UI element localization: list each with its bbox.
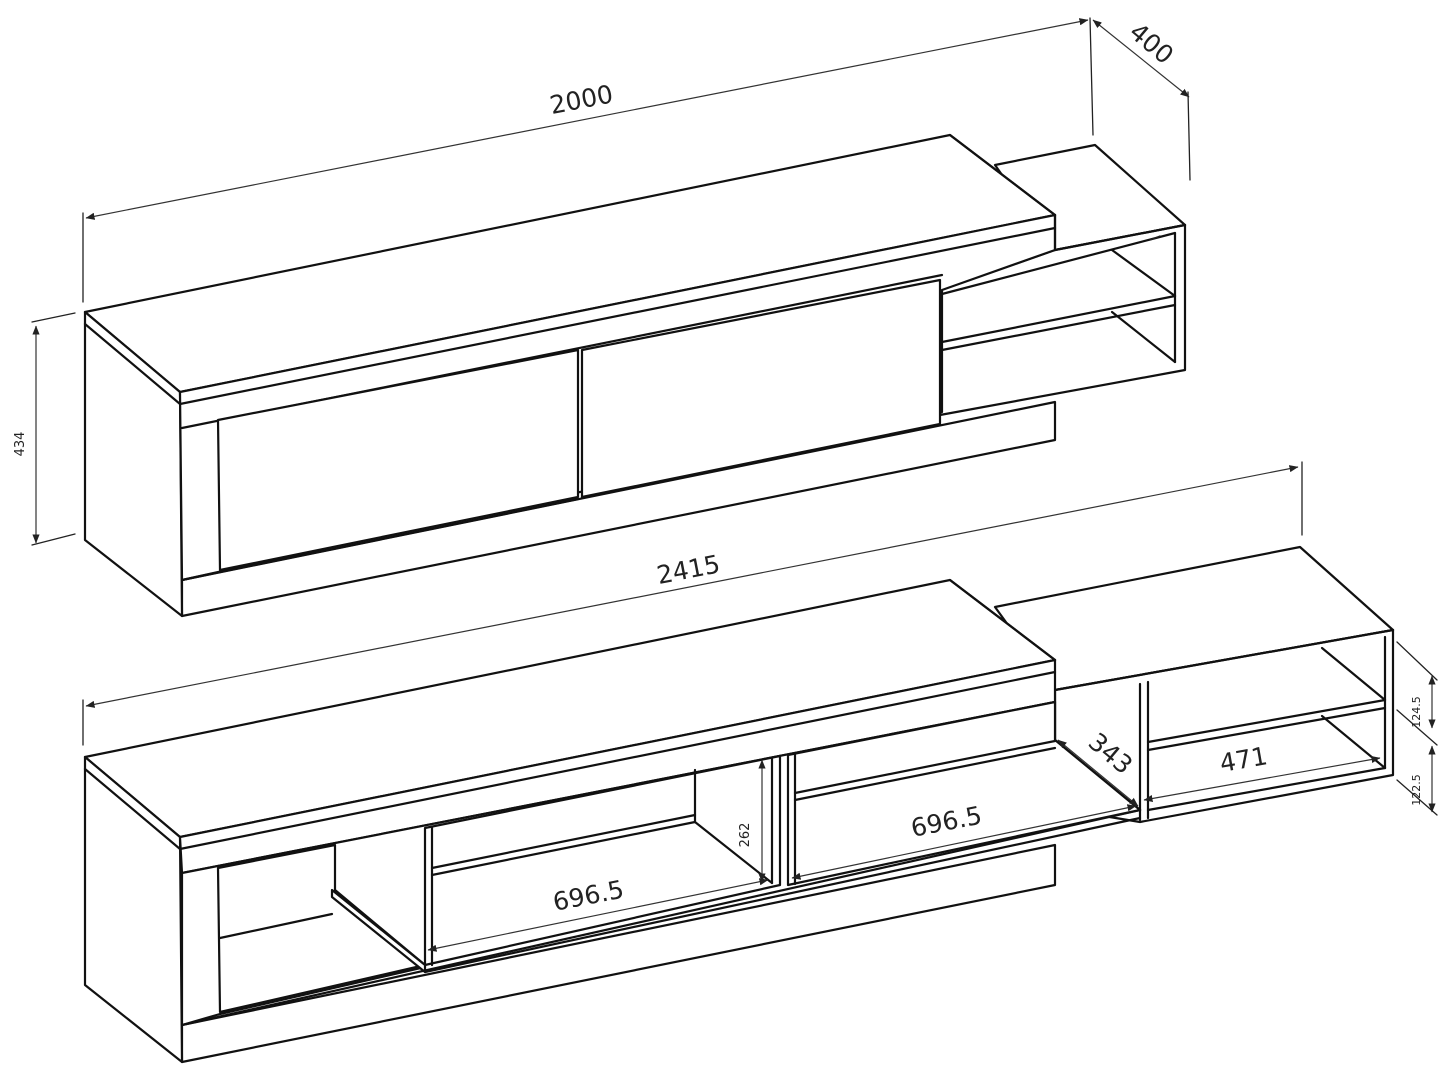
bottom-left-side xyxy=(83,755,184,1064)
bottom-width-label: 2415 xyxy=(654,549,722,590)
bottom-upper-gap-label: 124.5 xyxy=(1410,696,1423,728)
top-unit: 2000 400 434 xyxy=(13,17,1191,618)
top-depth-label: 400 xyxy=(1124,17,1179,70)
bottom-shelf-height-label: 262 xyxy=(738,823,753,848)
top-height-label: 434 xyxy=(13,432,28,457)
top-door-right xyxy=(580,278,942,499)
bottom-unit: 2415 696.5 262 696.5 343 471 124.5 122.5 xyxy=(82,461,1438,1064)
bottom-lower-gap-label: 122.5 xyxy=(1410,774,1423,806)
top-width-label: 2000 xyxy=(547,79,615,120)
